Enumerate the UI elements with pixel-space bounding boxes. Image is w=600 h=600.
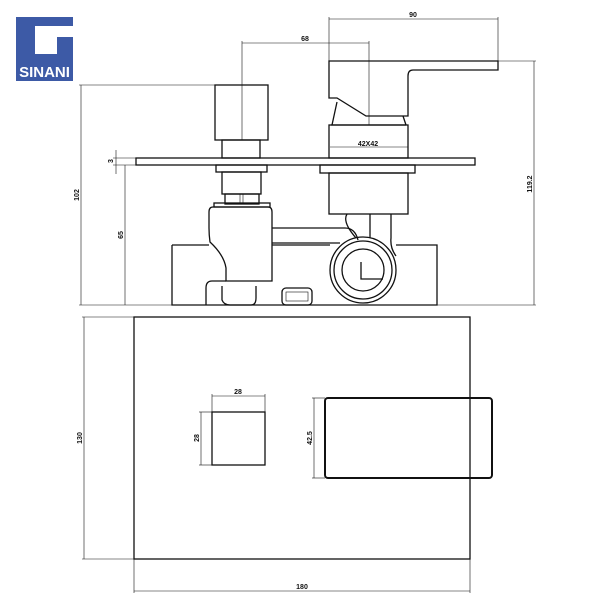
- front-plate: [133, 316, 471, 560]
- logo-text: SINANI: [19, 64, 70, 81]
- front-handle: [324, 397, 493, 479]
- dim-180-label: 180: [296, 584, 308, 591]
- dim-3-label: 3: [108, 159, 115, 163]
- dim-90-label: 90: [409, 12, 417, 19]
- dim-102-label: 102: [74, 189, 81, 201]
- diverter-knob: [214, 84, 269, 141]
- outlet-ring: [329, 236, 397, 304]
- wall-plate: [135, 157, 476, 166]
- dim-130-label: 130: [77, 432, 84, 444]
- side-view: 90 68 42X42 3 102 65 119.2: [74, 12, 536, 306]
- front-knob: [211, 411, 266, 466]
- dim-119-label: 119.2: [527, 175, 534, 192]
- lever-handle: [328, 60, 499, 117]
- dim-42x42-label: 42X42: [358, 141, 378, 148]
- sinani-logo: SINANI: [16, 17, 73, 81]
- dim-68-label: 68: [301, 36, 309, 43]
- dim-65-label: 65: [118, 231, 125, 239]
- dim-28-height-label: 28: [194, 434, 201, 442]
- dim-28-width-label: 28: [234, 389, 242, 396]
- front-view: 28 28 42.5 130 180: [77, 316, 493, 593]
- dim-42-5-label: 42.5: [307, 431, 314, 445]
